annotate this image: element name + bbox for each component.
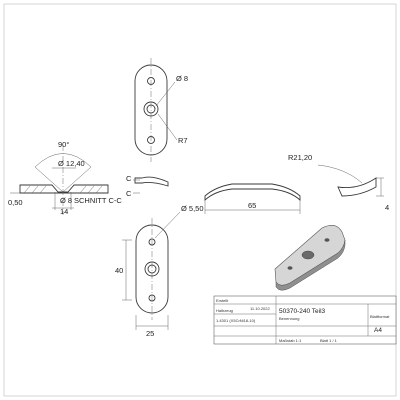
section-width-dimension: 14 (60, 207, 68, 216)
angle-dimension: 90° (58, 140, 69, 149)
section-hatching (23, 185, 103, 194)
side-height-dimension: 4 (385, 203, 389, 212)
front-width-dimension: 25 (146, 329, 154, 338)
cut-marker-upper: C (126, 174, 132, 183)
front-height-dimension: 40 (115, 266, 123, 275)
tb-name-header: Benennung (279, 316, 299, 321)
top-radius-dimension: R7 (178, 136, 188, 145)
tb-sheet: Blatt 1 / 1 (320, 338, 338, 343)
thickness-dimension: 0,50 (8, 198, 23, 207)
top-hole-leader (155, 81, 176, 107)
bore-dimension: Ø 8 (60, 196, 72, 205)
section-label: SCHNITT C-C (74, 196, 122, 205)
isometric-view (274, 224, 346, 291)
iso-side-face (275, 239, 346, 291)
tb-format-value: A4 (374, 327, 382, 334)
title-block: Halbzeug 1.4301 (X5CrNi18-10) 50370-240 … (213, 295, 397, 345)
bend-profile (337, 177, 377, 197)
side-profile-view: 65 (204, 183, 301, 214)
iso-hole-lower (287, 266, 293, 270)
cut-marker-lower: C (126, 189, 132, 198)
bend-view: R21,20 4 (288, 153, 389, 212)
tb-drawing-number: 50370-240 Teil3 (279, 308, 326, 315)
angle-leg-left (34, 166, 64, 193)
profile-outline (204, 183, 301, 202)
cut-section-shape (134, 176, 169, 187)
profile-length-dimension: 65 (248, 201, 256, 210)
sheet-border (3, 3, 397, 397)
front-view: Ø 5,50 40 25 (115, 204, 204, 338)
angle-arc (34, 153, 92, 168)
tb-scale: Maßstab 1:1 (279, 338, 302, 343)
tb-format-header: Blattformat (370, 314, 390, 319)
front-view-outline (135, 224, 169, 314)
section-view: 90° Ø 12,40 0,50 Ø 8 14 SCHNITT C-C (8, 140, 122, 216)
front-hole-dimension: Ø 5,50 (181, 204, 204, 213)
tb-created-header: Erstellt (216, 298, 229, 303)
bend-radius-leader (317, 164, 363, 184)
tb-created-value: 11.10.2022 (250, 306, 270, 311)
tb-material-value: 1.4301 (X5CrNi18-10) (216, 318, 256, 323)
cut-markers: C C (126, 174, 169, 198)
top-view: Ø 8 R7 (134, 58, 188, 162)
csink-dimension: Ø 12,40 (58, 159, 85, 168)
angle-leg-right (62, 166, 92, 193)
bend-radius-dimension: R21,20 (288, 153, 312, 162)
top-hole-dimension: Ø 8 (176, 74, 188, 83)
top-radius-leader (157, 113, 178, 141)
front-hole-leader (154, 211, 181, 239)
section-profile (19, 184, 109, 194)
tb-material-header: Halbzeug (216, 308, 233, 313)
iso-hole-upper (324, 238, 330, 242)
iso-countersink (301, 250, 315, 260)
